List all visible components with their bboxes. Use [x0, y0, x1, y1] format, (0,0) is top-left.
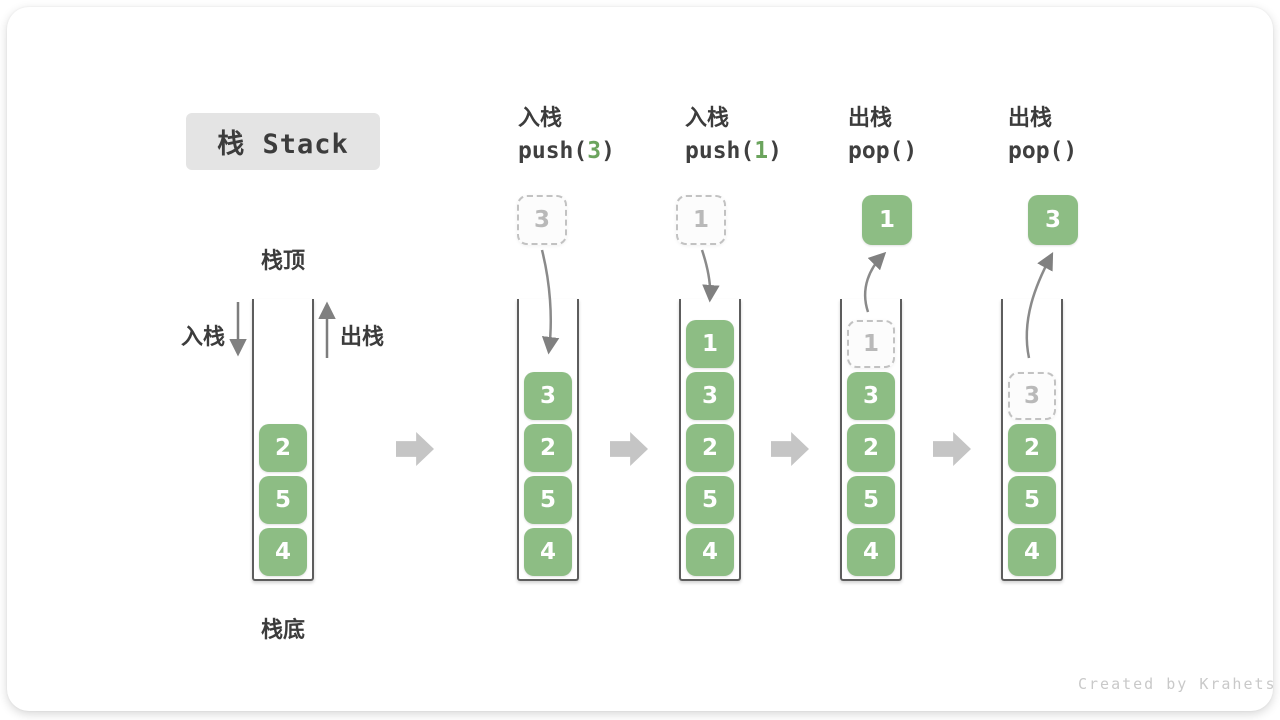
stack-container [1001, 299, 1063, 581]
operation-label: 出栈 pop() [1008, 103, 1077, 169]
stack-cell: 5 [686, 476, 734, 524]
stack-container [679, 299, 741, 581]
title-box: 栈 Stack [186, 113, 380, 170]
operation-fn-text: push( [518, 138, 588, 164]
operation-code-text: pop() [1008, 133, 1077, 169]
stack-container [840, 299, 902, 581]
watermark: Created by Krahets [1078, 675, 1277, 693]
operation-label: 出栈 pop() [848, 103, 917, 169]
stack-container [252, 299, 314, 581]
operation-close-text: ) [903, 138, 918, 164]
stack-cell: 4 [686, 528, 734, 576]
popped-value-cell: 3 [1028, 195, 1078, 245]
pop-side-label: 出栈 [340, 324, 385, 349]
push-side-label: 入栈 [180, 324, 225, 349]
stack-bottom-label: 栈底 [260, 617, 306, 642]
stack-container [517, 299, 579, 581]
stack-cell: 2 [847, 424, 895, 472]
stack-cell: 4 [259, 528, 307, 576]
pending-push-cell: 1 [676, 195, 726, 245]
operation-close-text: ) [601, 138, 615, 164]
operation-action-text: 入栈 [518, 105, 563, 130]
operation-action-text: 出栈 [848, 105, 893, 130]
operation-close-text: ) [1063, 138, 1078, 164]
stack-cell: 2 [524, 424, 572, 472]
ghost-cell: 3 [1008, 372, 1056, 420]
operation-fn-text: pop( [848, 138, 904, 164]
operation-code-text: pop() [848, 133, 917, 169]
stack-cell: 3 [524, 372, 572, 420]
stack-cell: 5 [847, 476, 895, 524]
operation-arg-text: 3 [587, 138, 602, 164]
stack-cell: 2 [259, 424, 307, 472]
stack-cell: 3 [847, 372, 895, 420]
operation-code-text: push(3) [518, 133, 615, 169]
stack-cell: 2 [1008, 424, 1056, 472]
stack-cell: 1 [686, 320, 734, 368]
title-text: 栈 Stack [217, 129, 349, 160]
operation-action-text: 出栈 [1008, 105, 1053, 130]
stack-cell: 4 [524, 528, 572, 576]
stack-cell: 5 [259, 476, 307, 524]
operation-code-text: push(1) [685, 133, 782, 169]
stack-cell: 5 [524, 476, 572, 524]
stack-cell: 4 [847, 528, 895, 576]
operation-fn-text: push( [685, 138, 755, 164]
operation-fn-text: pop( [1008, 138, 1064, 164]
stack-cell: 5 [1008, 476, 1056, 524]
operation-label: 入栈 push(3) [518, 103, 615, 169]
ghost-cell: 1 [847, 320, 895, 368]
operation-arg-text: 1 [754, 138, 769, 164]
operation-close-text: ) [768, 138, 782, 164]
stack-top-label: 栈顶 [260, 248, 306, 273]
popped-value-cell: 1 [862, 195, 912, 245]
pending-push-cell: 3 [517, 195, 567, 245]
stack-cell: 3 [686, 372, 734, 420]
operation-label: 入栈 push(1) [685, 103, 782, 169]
stack-cell: 2 [686, 424, 734, 472]
stack-cell: 4 [1008, 528, 1056, 576]
operation-action-text: 入栈 [685, 105, 730, 130]
